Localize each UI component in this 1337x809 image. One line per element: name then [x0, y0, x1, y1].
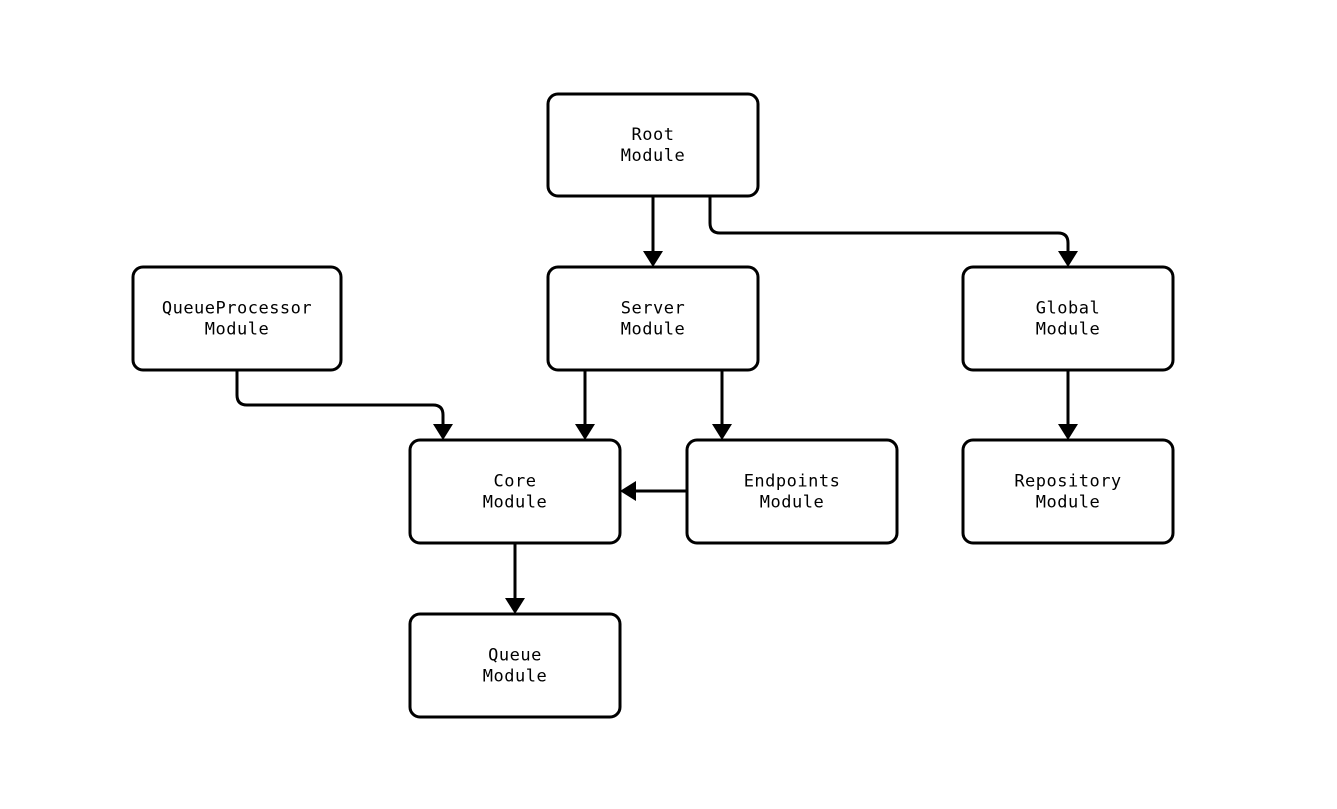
node-box-core[interactable] [408, 438, 622, 545]
node-label-line2: Module [1036, 320, 1100, 340]
node-label-line1: Global [1036, 298, 1100, 318]
edge-arrowhead [620, 481, 636, 501]
edge-line [708, 196, 1070, 251]
node-label-line1: Server [621, 298, 685, 318]
edge-server-to-core [575, 370, 595, 440]
edge-arrowhead [712, 424, 732, 440]
edge-core-to-queue [505, 543, 525, 614]
node-label-line2: Module [483, 493, 547, 513]
node-label-line1: Endpoints [744, 471, 841, 491]
edge-arrowhead [1058, 424, 1078, 440]
edge-global-to-repository [1058, 370, 1078, 440]
node-label-line1: Repository [1014, 471, 1121, 491]
node-label-line1: Root [632, 125, 675, 145]
edge-arrowhead [433, 424, 453, 440]
node-label-line2: Module [621, 320, 685, 340]
node-label-line2: Module [483, 667, 547, 687]
node-box-root[interactable] [546, 92, 760, 198]
node-box-queueprocessor[interactable] [131, 265, 343, 372]
edge-endpoints-to-core [620, 481, 687, 501]
edge-server-to-endpoints [712, 370, 732, 440]
node-box-global[interactable] [961, 265, 1175, 372]
node-box-queue[interactable] [408, 612, 622, 719]
edge-root-to-server [643, 196, 663, 267]
node-label-line1: QueueProcessor [162, 298, 312, 318]
node-box-repository[interactable] [961, 438, 1175, 545]
node-label-line2: Module [1036, 493, 1100, 513]
edge-root-to-global [708, 196, 1078, 267]
node-label-line1: Queue [488, 645, 542, 665]
edge-arrowhead [575, 424, 595, 440]
node-box-server[interactable] [546, 265, 760, 372]
node-label-line2: Module [621, 146, 685, 166]
node-label-line2: Module [760, 493, 824, 513]
edge-arrowhead [505, 598, 525, 614]
node-box-endpoints[interactable] [685, 438, 899, 545]
edges-layer [235, 196, 1078, 614]
edge-arrowhead [1058, 251, 1078, 267]
node-label-line2: Module [205, 320, 269, 340]
edge-line [235, 370, 445, 424]
edge-arrowhead [643, 251, 663, 267]
node-label-line1: Core [494, 471, 537, 491]
edge-queueprocessor-to-core [235, 370, 453, 440]
